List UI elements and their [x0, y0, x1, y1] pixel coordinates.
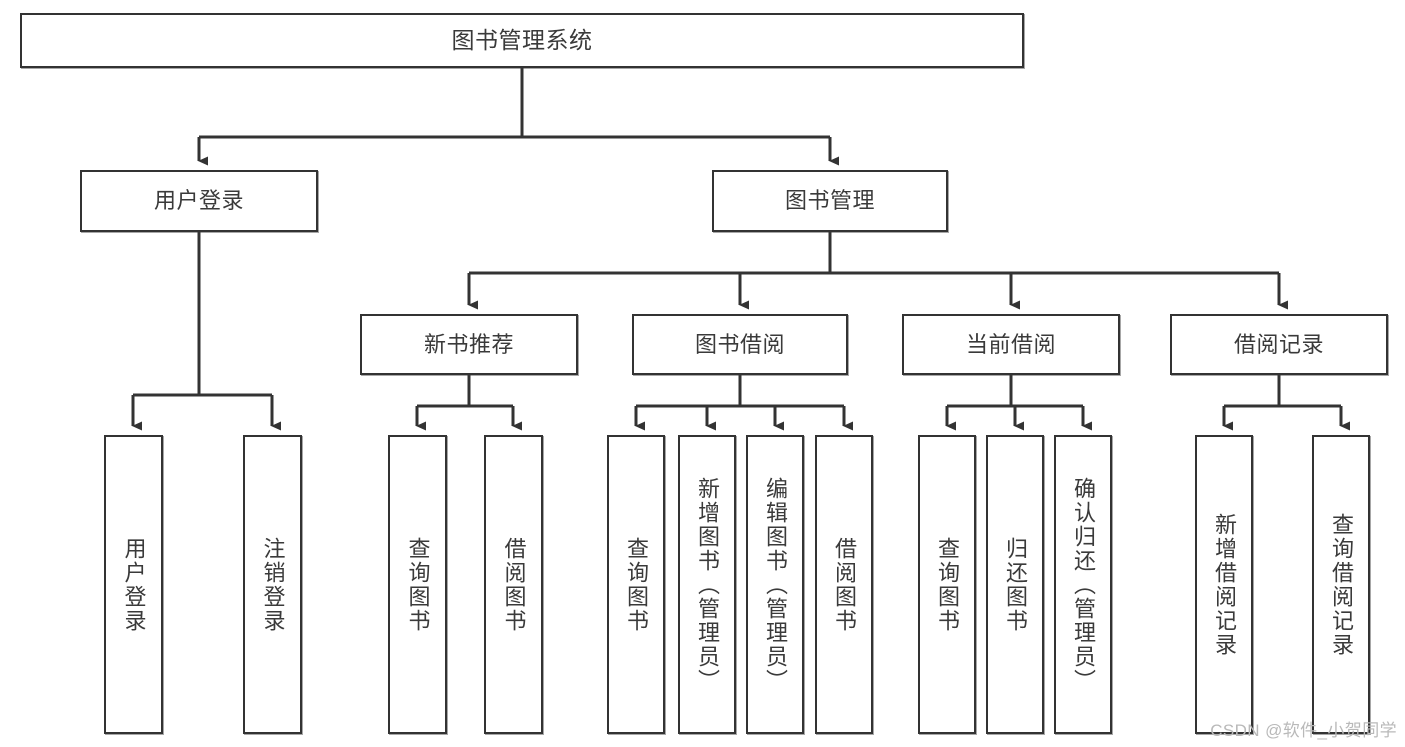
node-user-login-label: 用户登录: [153, 188, 244, 214]
node-leaf-add-book-admin-label: 新增图书（管理员）: [695, 476, 720, 693]
node-leaf-query-book-recommend[interactable]: 查询图书: [388, 435, 447, 734]
node-leaf-borrow-book-recommend[interactable]: 借阅图书: [484, 435, 543, 734]
node-leaf-query-book-current[interactable]: 查询图书: [918, 435, 976, 734]
node-borrowing-record-label: 借阅记录: [1233, 331, 1324, 357]
node-leaf-add-book-admin[interactable]: 新增图书（管理员）: [678, 435, 736, 734]
node-leaf-query-borrow-record-label: 查询借阅记录: [1329, 512, 1354, 657]
node-leaf-add-borrow-record-label: 新增借阅记录: [1212, 512, 1237, 657]
node-book-management-label: 图书管理: [784, 188, 875, 214]
node-root-system-label: 图书管理系统: [451, 26, 593, 53]
node-leaf-confirm-return-admin-label: 确认归还（管理员）: [1071, 476, 1096, 693]
node-leaf-user-login-label: 用户登录: [121, 536, 147, 633]
node-leaf-edit-book-admin-label: 编辑图书（管理员）: [763, 476, 788, 693]
node-leaf-user-login[interactable]: 用户登录: [104, 435, 163, 734]
node-leaf-logout[interactable]: 注销登录: [243, 435, 302, 734]
node-leaf-logout-label: 注销登录: [260, 536, 286, 633]
node-book-management[interactable]: 图书管理: [712, 170, 948, 232]
node-leaf-confirm-return-admin[interactable]: 确认归还（管理员）: [1054, 435, 1112, 734]
node-leaf-query-book-borrowing[interactable]: 查询图书: [607, 435, 665, 734]
node-leaf-return-book[interactable]: 归还图书: [986, 435, 1044, 734]
node-current-borrowing-label: 当前借阅: [965, 331, 1056, 357]
node-leaf-add-borrow-record[interactable]: 新增借阅记录: [1195, 435, 1253, 734]
node-leaf-borrow-book-borrowing-label: 借阅图书: [832, 536, 857, 633]
node-leaf-query-book-borrowing-label: 查询图书: [624, 536, 649, 633]
node-leaf-query-book-recommend-label: 查询图书: [405, 536, 431, 633]
node-new-book-recommendation-label: 新书推荐: [423, 331, 514, 357]
node-current-borrowing[interactable]: 当前借阅: [902, 314, 1120, 375]
node-new-book-recommendation[interactable]: 新书推荐: [360, 314, 578, 375]
node-leaf-return-book-label: 归还图书: [1003, 536, 1028, 633]
node-leaf-query-borrow-record[interactable]: 查询借阅记录: [1312, 435, 1370, 734]
node-borrowing-record[interactable]: 借阅记录: [1170, 314, 1388, 375]
node-leaf-edit-book-admin[interactable]: 编辑图书（管理员）: [746, 435, 804, 734]
node-leaf-borrow-book-borrowing[interactable]: 借阅图书: [815, 435, 873, 734]
csdn-watermark: CSDN @软件_小贺同学: [1210, 721, 1397, 740]
node-leaf-query-book-current-label: 查询图书: [935, 536, 960, 633]
node-book-borrowing-label: 图书借阅: [694, 331, 785, 357]
node-book-borrowing[interactable]: 图书借阅: [632, 314, 848, 375]
node-root-system[interactable]: 图书管理系统: [20, 13, 1024, 68]
node-user-login[interactable]: 用户登录: [80, 170, 318, 232]
node-leaf-borrow-book-recommend-label: 借阅图书: [501, 536, 527, 633]
